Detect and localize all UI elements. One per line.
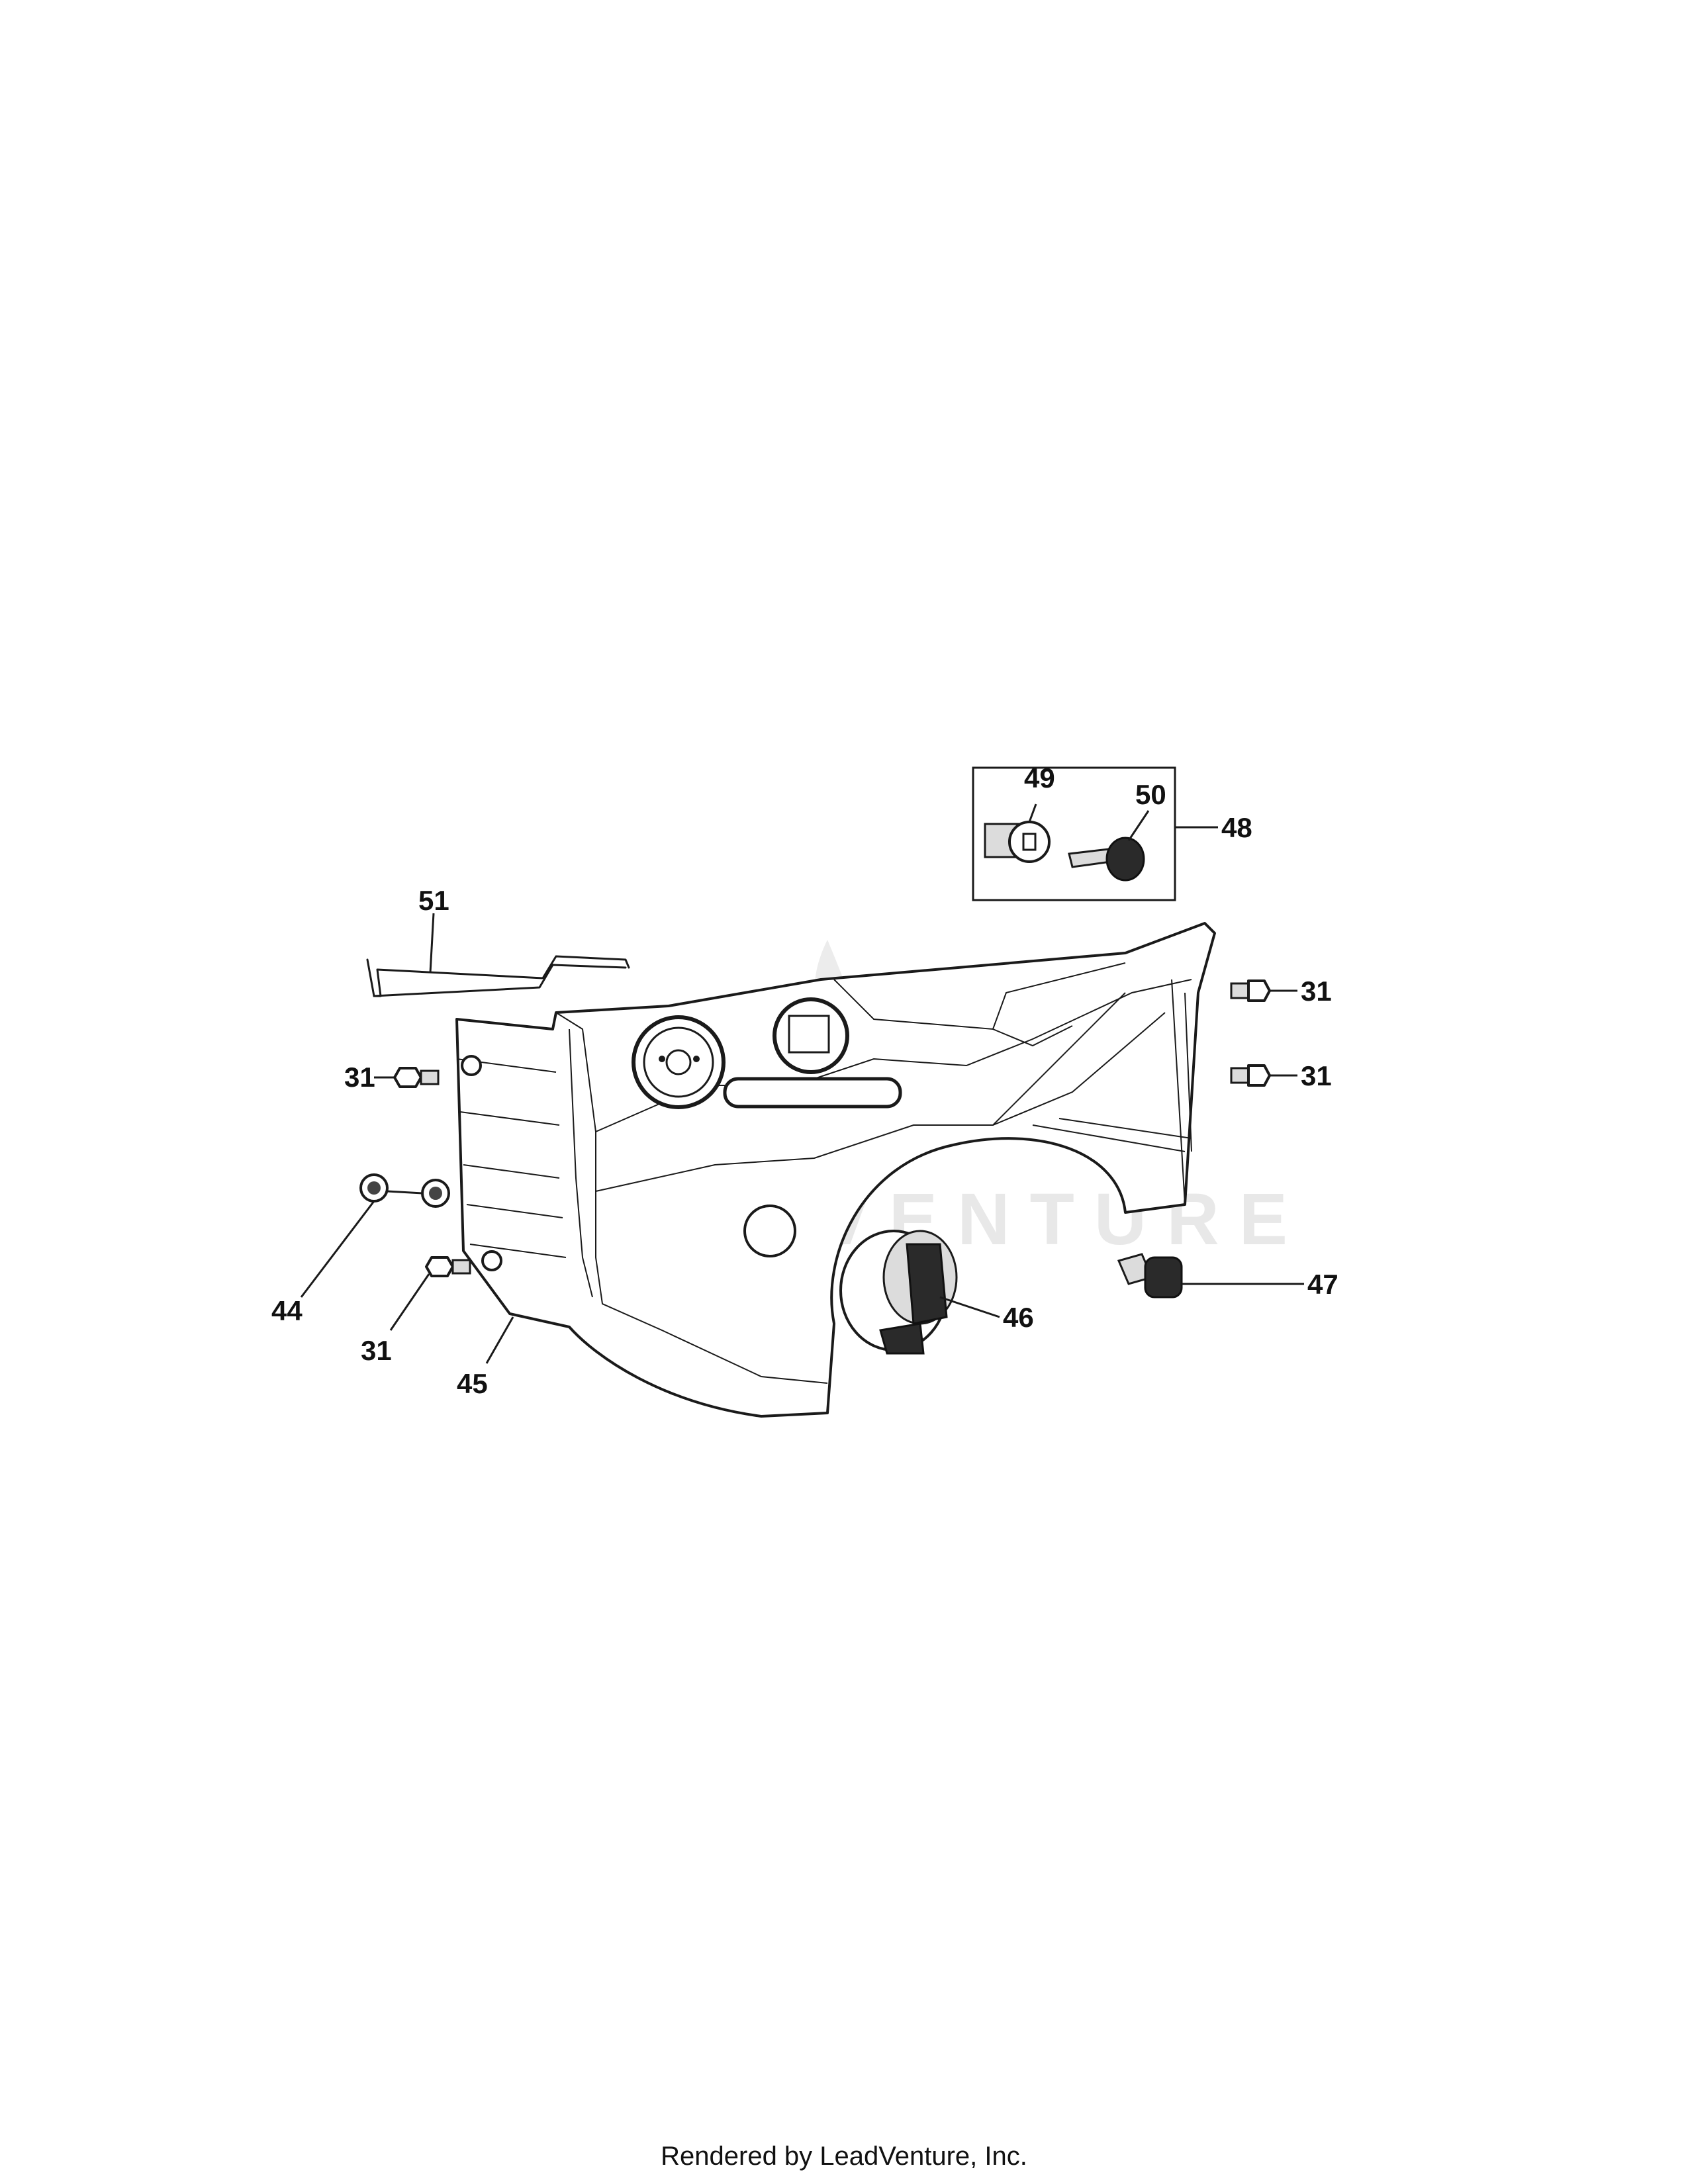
callout-31-top-right: 31 [1301, 976, 1332, 1007]
footer-credit: Rendered by LeadVenture, Inc. [661, 2142, 1027, 2171]
callout-48: 48 [1221, 812, 1252, 843]
part-45-dash-panel [455, 922, 1216, 1418]
callout-49: 49 [1024, 762, 1055, 794]
part-50-ignition-key [1068, 837, 1145, 882]
callout-31-mid-right: 31 [1301, 1060, 1332, 1091]
callout-44: 44 [271, 1295, 303, 1326]
part-46-fuel-cap [839, 1230, 958, 1355]
part-51-strip [366, 955, 630, 997]
callout-51: 51 [418, 885, 449, 916]
callout-47: 47 [1307, 1269, 1338, 1300]
part-44-nut-right [421, 1179, 450, 1208]
part-31-screw-bottom-left [425, 1256, 471, 1277]
callout-46: 46 [1003, 1302, 1034, 1333]
callout-31-bottom-left: 31 [361, 1335, 392, 1366]
callout-45: 45 [457, 1368, 488, 1399]
part-49-ignition-switch [984, 821, 1051, 863]
callout-50: 50 [1135, 779, 1166, 810]
part-47-key [1117, 1253, 1183, 1298]
callout-31-left: 31 [344, 1062, 375, 1093]
part-31-screw-top-right [1230, 979, 1271, 1002]
leader-lines [300, 803, 1304, 1364]
part-31-screw-mid-right [1230, 1064, 1271, 1087]
part-44-nut-left [359, 1173, 389, 1203]
part-48-ignition-kit [972, 766, 1176, 901]
part-31-screw-left [393, 1067, 440, 1088]
